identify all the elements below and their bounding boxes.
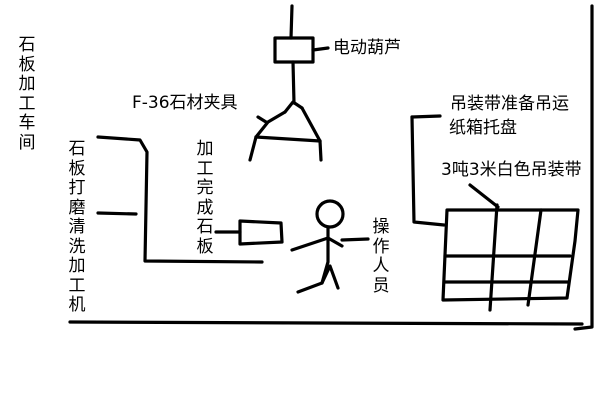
hoist-cable xyxy=(289,4,294,40)
operator-label-leader xyxy=(340,237,370,242)
strap-label-leader xyxy=(468,183,500,209)
pallet-label-leader xyxy=(410,114,442,119)
clamp-label-leader xyxy=(256,115,268,124)
clamp-rod xyxy=(291,60,296,105)
finished-slab-label: 加工完成石板 xyxy=(196,139,214,257)
pallet-label-line1: 吊装带准备吊运 xyxy=(450,94,569,114)
clamp-crossbar xyxy=(254,135,322,143)
finished-slab xyxy=(238,219,284,246)
operator-label: 操作人员 xyxy=(372,217,390,296)
machine-outline xyxy=(96,135,264,264)
workshop-label: 石板加工车间 xyxy=(18,35,36,153)
clamp-right-jaw xyxy=(318,139,323,162)
hoist-label: 电动葫芦 xyxy=(333,38,401,58)
hoist-label-leader xyxy=(311,46,330,52)
operator-legs xyxy=(296,264,340,294)
pallet-label-line2: 纸箱托盘 xyxy=(449,118,517,138)
strap-label: 3吨3米白色吊装带 xyxy=(441,160,582,180)
machine-label: 石板打磨清洗加工机 xyxy=(68,139,86,315)
clamp-right-arm xyxy=(300,106,322,143)
operator-arms xyxy=(290,236,344,252)
electric-hoist-box xyxy=(273,36,315,64)
clamp-label: F-36石材夹具 xyxy=(132,93,238,113)
clamp-left-jaw xyxy=(248,135,258,162)
right-wall xyxy=(573,4,594,331)
strap-1 xyxy=(488,203,499,312)
strap-vertical-line xyxy=(410,115,446,227)
strap-2 xyxy=(526,208,543,307)
pallet-outline xyxy=(441,208,580,302)
clamp-top-ring xyxy=(283,100,304,114)
floor-line xyxy=(68,320,584,326)
machine-label-leader xyxy=(96,211,138,216)
operator-head xyxy=(315,199,345,229)
clamp-left-arm xyxy=(254,110,287,139)
